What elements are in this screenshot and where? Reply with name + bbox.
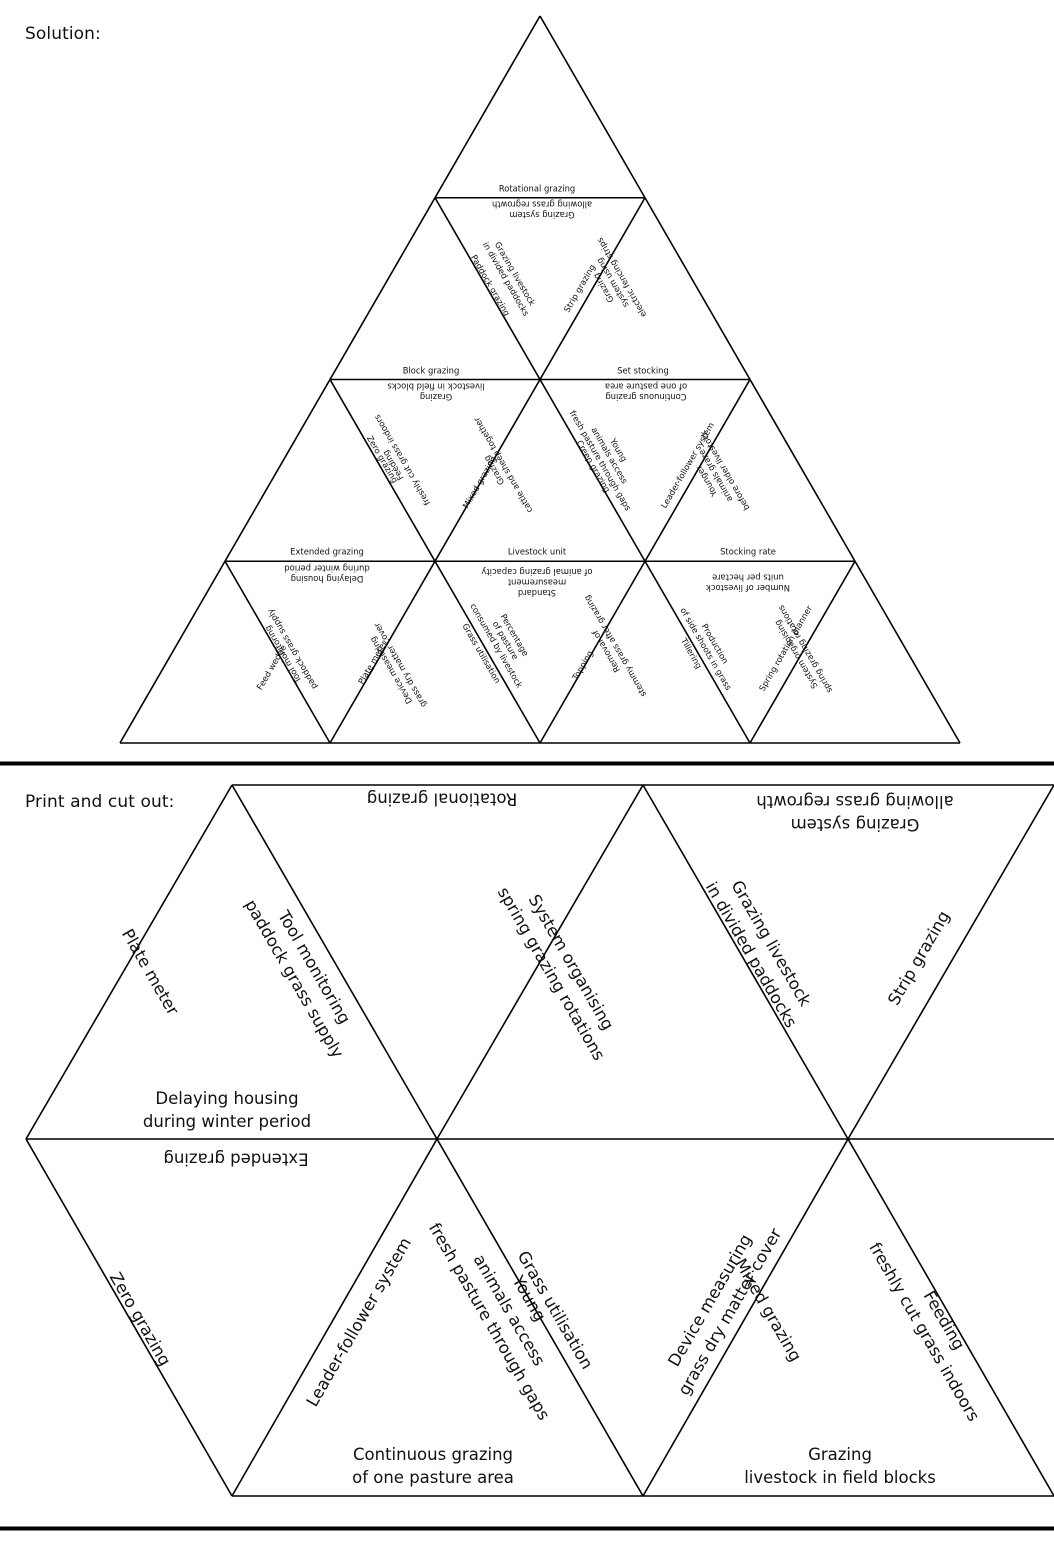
cutout-label-feeding-line: freshly cut grass indoors (865, 1239, 983, 1424)
cutout-label-system: System organisingspring grazing rotation… (494, 872, 629, 1063)
cutout-label-rotational: Rotational grazing (367, 789, 518, 808)
solution-label-set-def-line: of one pasture area (605, 381, 687, 391)
solution-label-lu-def: Standardmeasurementof animal grazing cap… (481, 567, 592, 598)
cutout-triangle-grid (25, 784, 1054, 1497)
cutout-label-continuous: Continuous grazing of one pasture area (352, 1445, 514, 1487)
cutout-label-delaying: Delaying housing during winter period (143, 1089, 311, 1131)
solution-label-lu: Livestock unit (508, 546, 567, 556)
solution-label-mixed-def: Grazingcattle and sheep together (462, 415, 534, 520)
solution-label-extended-line: Extended grazing (290, 546, 364, 556)
solution-label-topping-line: Topping (569, 649, 594, 683)
cutout-edge (642, 1138, 849, 1497)
cutout-edge (25, 1138, 233, 1497)
solution-label-extended-def: Delaying housingduring winter period (284, 563, 369, 583)
cutout-label-regrowth: Grazing system allowing grass regrowth (756, 792, 953, 834)
solution-label-set-def-line: Continuous grazing (605, 392, 686, 402)
print-cut-out-heading: Print and cut out: (25, 792, 175, 812)
solution-label-leader-def: Youngeranimals grazebefore older livesto… (679, 429, 751, 523)
solution-label-lu-line: Livestock unit (508, 546, 567, 556)
solution-edge (434, 197, 751, 744)
solution-edge (329, 197, 646, 744)
cutout-label-mixed: Mixed grazing (731, 1255, 805, 1365)
solution-label-lu-def-line: measurement (507, 578, 566, 588)
solution-label-lu-def-line: Standard (518, 588, 556, 598)
solution-label-rate-def-line: units per hectare (712, 572, 784, 582)
cutout-label-strip: Strip grazing (884, 908, 953, 1009)
cutout-edge (847, 784, 1054, 1140)
solution-label-block-def-line: Grazing (420, 392, 452, 402)
cutout-edge (25, 784, 233, 1140)
solution-label-topping-def: Removal ofstemmy grass after grazing (573, 594, 649, 704)
cutout-edge (642, 784, 849, 1140)
cutout-label-continuous-line: of one pasture area (352, 1468, 514, 1487)
solution-label-rotational: Rotational grazing (499, 183, 575, 193)
cutout-label-platemeter: Plate meter (118, 926, 183, 1019)
solution-label-lu-def-line: of animal grazing capacity (481, 567, 592, 577)
cutout-edge (847, 1138, 1054, 1497)
solution-label-rotational-def-line: Grazing system (509, 210, 574, 220)
cutout-label-regrowth-line: allowing grass regrowth (756, 792, 953, 811)
cutout-label-young: Younganimals accessfresh pasture through… (425, 1197, 593, 1424)
cutout-edge (436, 1138, 644, 1497)
solution-label-set-def: Continuous grazingof one pasture area (605, 381, 687, 401)
solution-label-topping-def-line: stemmy grass after grazing (582, 594, 649, 699)
solution-label-set-line: Set stocking (617, 365, 669, 375)
solution-label-rotational-def-line: allowing grass regrowth (492, 199, 592, 209)
solution-label-mixed-def-line: cattle and sheep together (471, 415, 534, 515)
solution-label-rotational-line: Rotational grazing (499, 183, 575, 193)
cutout-label-divided: Grazing livestockin divided paddocks (702, 867, 821, 1031)
cutout-label-block-line: Grazing (808, 1445, 872, 1464)
solution-edge (539, 379, 751, 744)
solution-label-block-def: Grazinglivestock in field blocks (387, 381, 484, 401)
cutout-label-continuous-line: Continuous grazing (353, 1445, 513, 1464)
cutout-label-mixed-line: Mixed grazing (731, 1255, 805, 1365)
cutout-edge (231, 784, 438, 1140)
cutout-label-block-line: livestock in field blocks (744, 1468, 936, 1487)
solution-label-rotational-def: Grazing systemallowing grass regrowth (492, 199, 592, 219)
cutout-edge (436, 784, 644, 1140)
cutout-label-leader: Leader-follower system (303, 1234, 415, 1410)
solution-label-topping: Topping (569, 649, 594, 683)
cutout-label-delaying-line: Delaying housing (155, 1089, 298, 1108)
cutout-label-block: Grazing livestock in field blocks (744, 1445, 936, 1487)
solution-triangle-grid (119, 15, 961, 744)
solution-heading: Solution: (25, 24, 101, 44)
solution-edge (749, 560, 856, 744)
solution-label-set: Set stocking (617, 365, 669, 375)
solution-label-rate-def: Number of livestockunits per hectare (706, 572, 790, 592)
solution-label-extended-def-line: during winter period (284, 563, 369, 573)
cutout-label-extended-line: Extended grazing (163, 1149, 308, 1168)
solution-label-extended: Extended grazing (290, 546, 364, 556)
divider-rule-top (0, 761, 1054, 766)
cutout-label-zero-line: Zero grazing (106, 1269, 175, 1369)
solution-edge (224, 560, 331, 744)
solution-label-rate: Stocking rate (720, 546, 776, 556)
solution-label-block-line: Block grazing (403, 365, 460, 375)
cutout-edge (231, 1138, 438, 1497)
solution-label-rate-line: Stocking rate (720, 546, 776, 556)
solution-label-block: Block grazing (403, 365, 460, 375)
cutout-label-zero: Zero grazing (106, 1269, 175, 1369)
solution-label-rate-def-line: Number of livestock (706, 583, 790, 593)
solution-label-extended-def-line: Delaying housing (291, 574, 364, 584)
cutout-label-rotational-line: Rotational grazing (367, 789, 518, 808)
solution-edge (329, 379, 541, 744)
cutout-label-platemeter-line: Plate meter (118, 926, 183, 1019)
solution-label-block-def-line: livestock in field blocks (387, 381, 484, 391)
cutout-label-leader-line: Leader-follower system (303, 1234, 415, 1410)
cutout-label-strip-line: Strip grazing (884, 908, 953, 1009)
cutout-label-delaying-line: during winter period (143, 1112, 311, 1131)
cutout-label-extended: Extended grazing (163, 1149, 308, 1168)
cutout-label-feeding: Feedingfreshly cut grass indoors (865, 1228, 1003, 1425)
cutout-label-regrowth-line: Grazing system (791, 815, 920, 834)
divider-rule-bottom (0, 1526, 1054, 1531)
solution-label-creep-def: Younganimals accessfresh pasture through… (568, 398, 652, 512)
